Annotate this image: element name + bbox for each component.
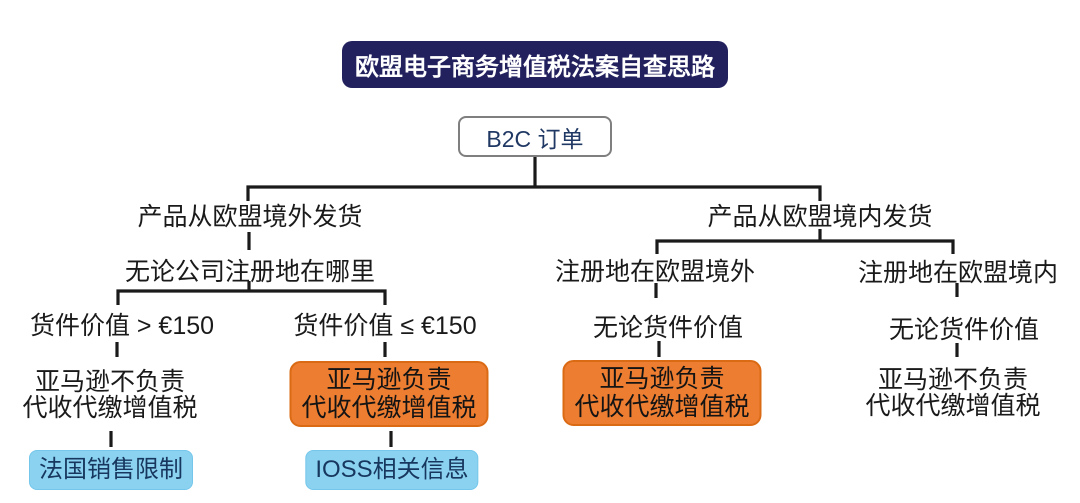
- right-case-outside-result-line1: 亚马逊负责: [599, 365, 725, 393]
- left-case-low-result-line2: 代收代缴增值税: [301, 394, 477, 422]
- left-case-high-result-line2: 代收代缴增值税: [22, 394, 198, 422]
- right-case-inside-result-line2: 代收代缴增值税: [865, 392, 1041, 420]
- right-case-outside-registration: 注册地在欧盟境外: [554, 258, 756, 286]
- left-branch-condition: 无论公司注册地在哪里: [124, 258, 376, 286]
- right-case-outside-result-line2: 代收代缴增值税: [574, 393, 750, 421]
- page-title: 欧盟电子商务增值税法案自查思路: [342, 41, 728, 88]
- left-case-low-value-label: 货件价值 ≤ €150: [293, 312, 477, 340]
- left-case-high-value-label: 货件价值 > €150: [29, 312, 215, 340]
- left-case-high-result: 亚马逊不负责 代收代缴增值税: [22, 369, 197, 421]
- left-case-high-note: 法国销售限制: [29, 450, 193, 490]
- right-case-inside-result: 亚马逊不负责 代收代缴增值税: [865, 367, 1040, 419]
- right-case-inside-result-line1: 亚马逊不负责: [877, 366, 1029, 394]
- root-node-b2c-order: B2C 订单: [458, 116, 612, 157]
- left-branch-label: 产品从欧盟境外发货: [137, 203, 363, 231]
- right-case-inside-registration: 注册地在欧盟境内: [857, 259, 1059, 287]
- left-case-low-result-highlight: 亚马逊负责 代收代缴增值税: [289, 361, 489, 427]
- left-case-low-note: IOSS相关信息: [305, 450, 479, 490]
- right-case-outside-value-label: 无论货件价值: [592, 314, 744, 342]
- right-case-outside-result-highlight: 亚马逊负责 代收代缴增值税: [562, 360, 762, 426]
- right-branch-label: 产品从欧盟境内发货: [707, 203, 933, 231]
- left-case-low-result-line1: 亚马逊负责: [326, 366, 452, 394]
- left-case-high-result-line1: 亚马逊不负责: [34, 368, 186, 396]
- right-case-inside-value-label: 无论货件价值: [888, 316, 1040, 344]
